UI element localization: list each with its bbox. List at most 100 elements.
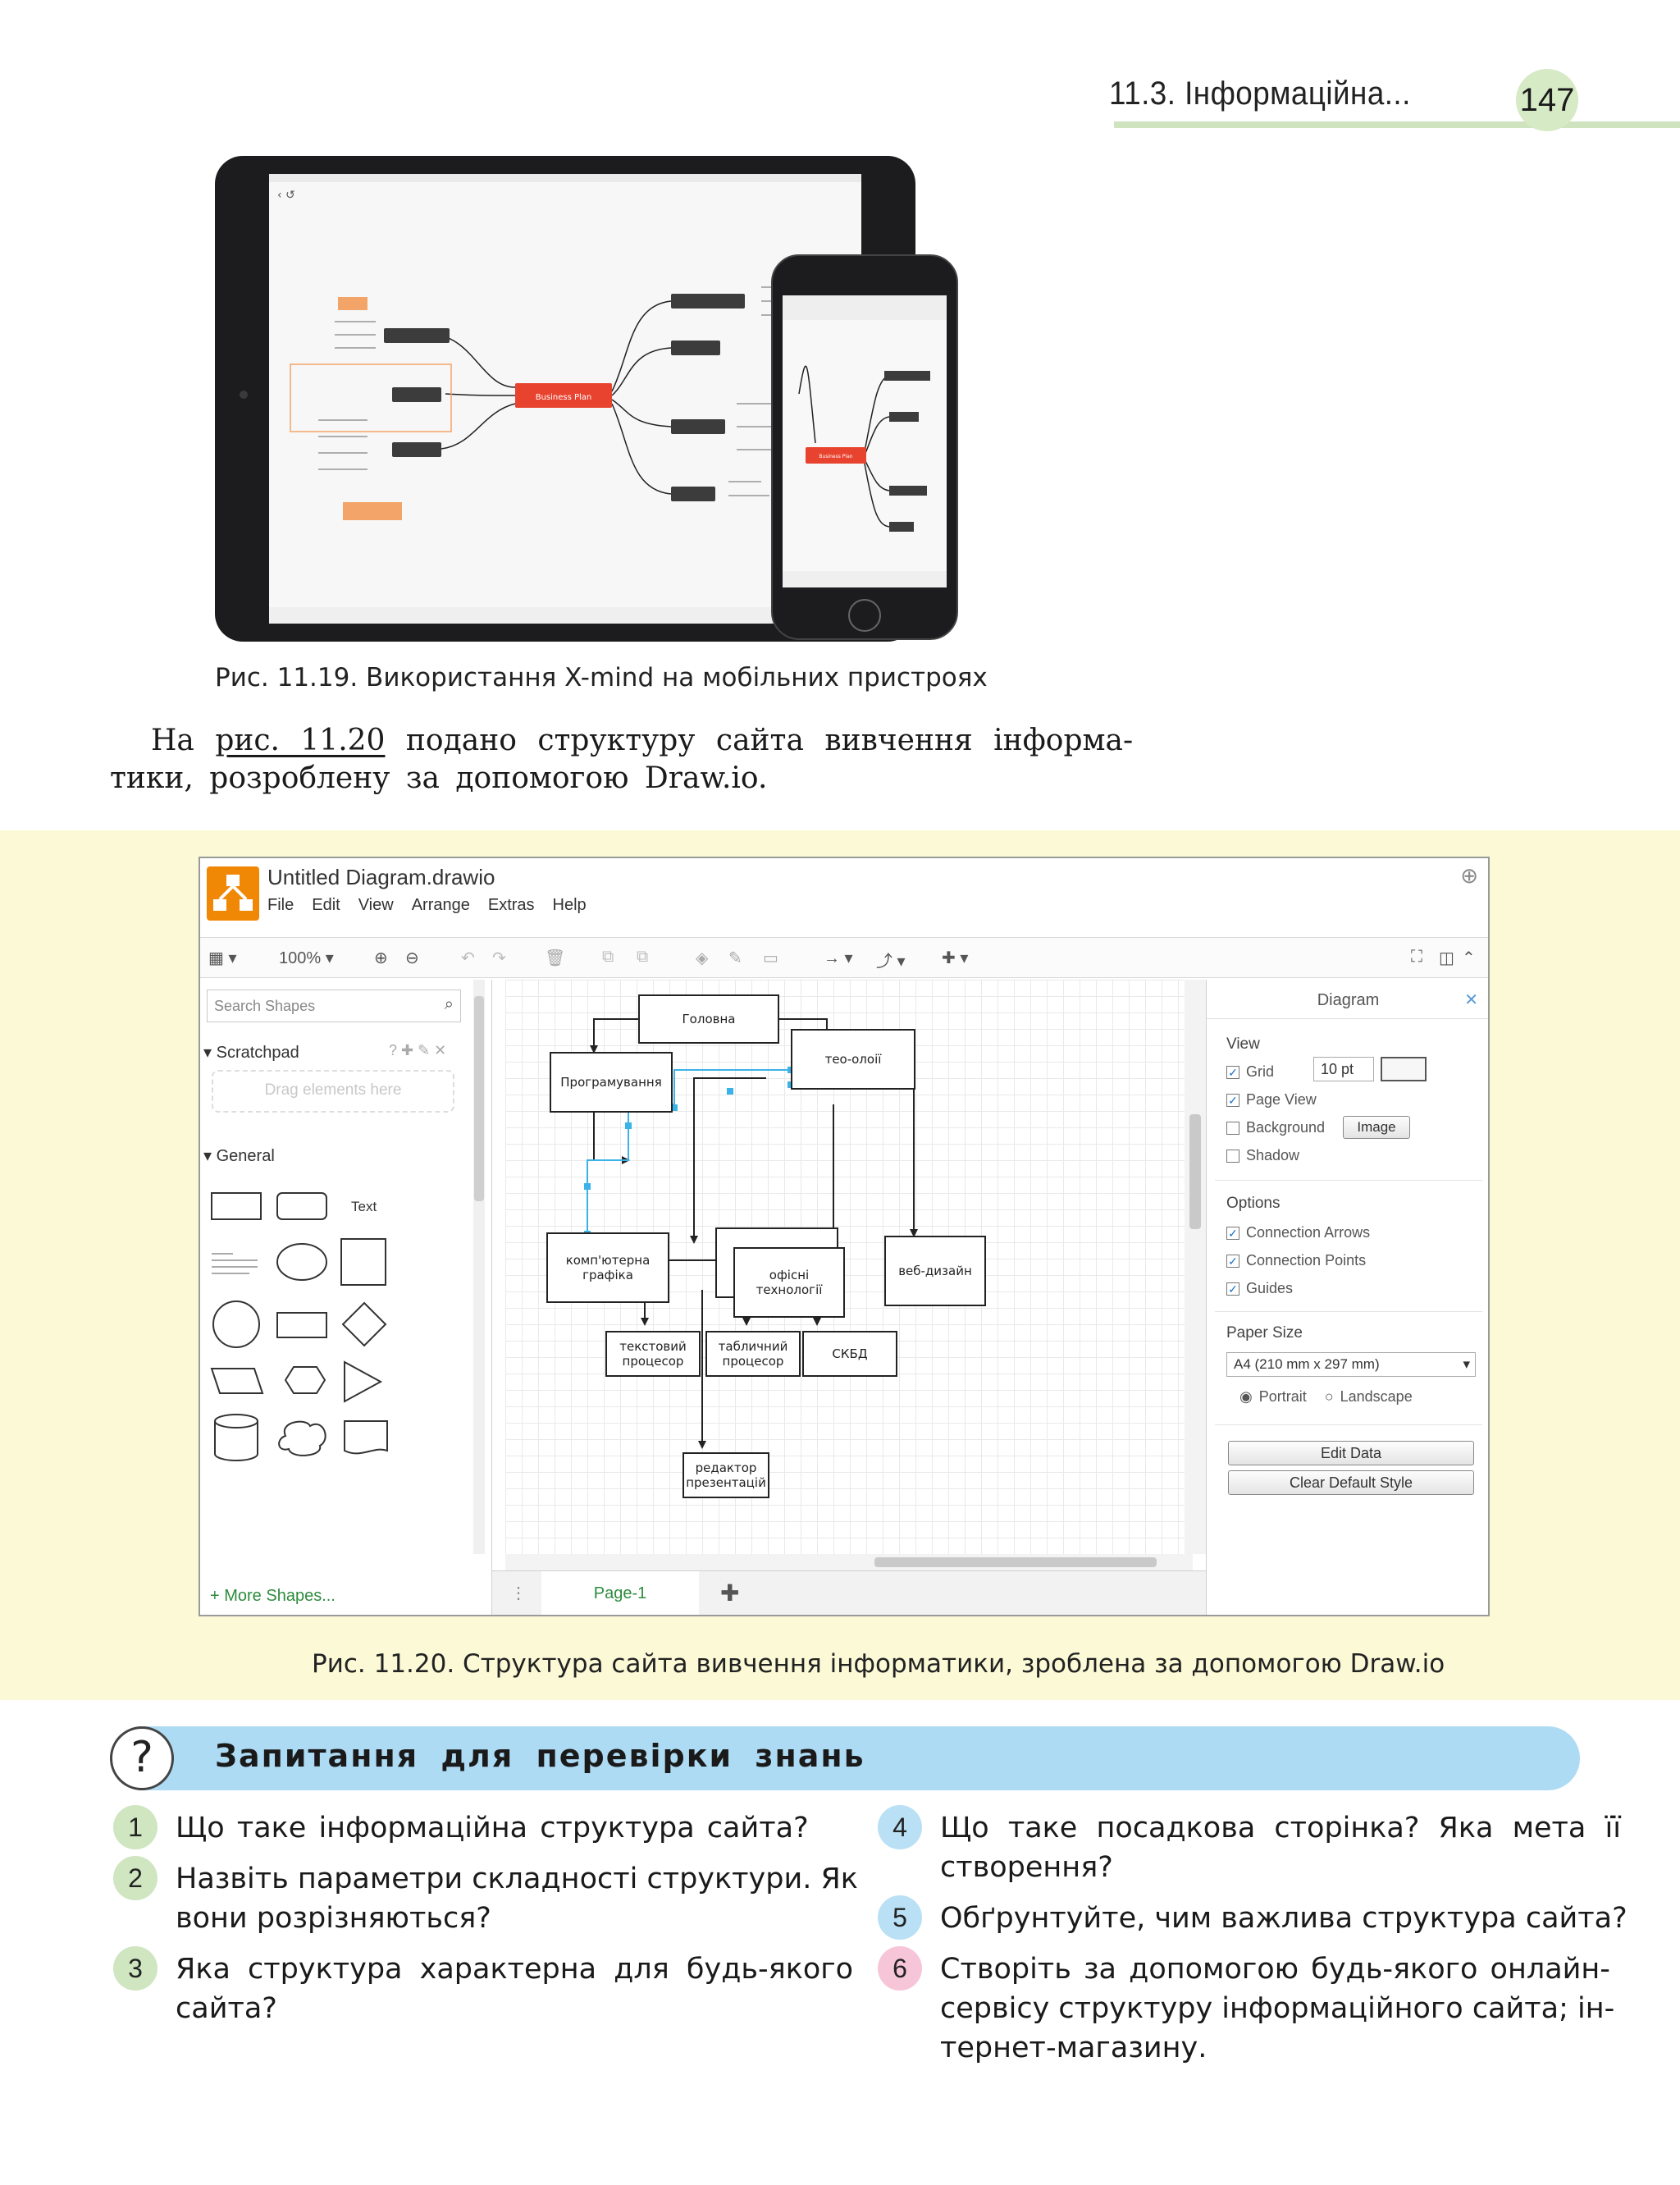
delete-icon[interactable]: 🗑: [545, 949, 566, 967]
checked-icon[interactable]: ✓: [1226, 1282, 1239, 1296]
search-shapes-input[interactable]: Search Shapes ⌕: [207, 990, 461, 1022]
checked-icon[interactable]: ✓: [1226, 1226, 1239, 1240]
shape-text[interactable]: Text: [351, 1199, 377, 1214]
fullscreen-icon[interactable]: ⛶: [1411, 948, 1422, 966]
to-front-icon[interactable]: ⧉: [602, 948, 614, 966]
close-icon[interactable]: ✕: [1464, 991, 1478, 1009]
checked-icon[interactable]: ✓: [1226, 1065, 1239, 1079]
shape-parallelogram[interactable]: [210, 1368, 264, 1394]
scratchpad-drop-zone[interactable]: Drag elements here: [212, 1070, 454, 1113]
to-back-icon[interactable]: ⧉: [637, 948, 649, 966]
page-view-checkbox-row[interactable]: ✓Page View: [1226, 1091, 1317, 1108]
mm-node: [889, 412, 919, 422]
connection-points-row[interactable]: ✓Connection Points: [1226, 1252, 1366, 1269]
node-office[interactable]: офісні технології: [733, 1247, 845, 1318]
checked-icon[interactable]: ✓: [1226, 1093, 1239, 1107]
mm-edge: [611, 347, 672, 396]
divider: [1215, 1424, 1482, 1425]
scratchpad-header[interactable]: ▾ Scratchpad: [203, 1044, 299, 1062]
zoom-select[interactable]: 100% ▾: [279, 949, 334, 967]
node-home[interactable]: Головна: [638, 994, 779, 1044]
shape-circle[interactable]: [212, 1300, 260, 1348]
zoom-out-icon[interactable]: ⊖: [405, 949, 419, 967]
search-icon[interactable]: ⌕: [444, 995, 454, 1013]
guides-row[interactable]: ✓Guides: [1226, 1280, 1293, 1297]
shapes-scroll-thumb[interactable]: [474, 996, 484, 1201]
menu-edit[interactable]: Edit: [312, 896, 340, 914]
canvas-vscroll-thumb[interactable]: [1189, 1114, 1201, 1229]
node-presentations[interactable]: редактор презентацій: [682, 1452, 769, 1498]
globe-icon[interactable]: ⊕: [1460, 863, 1478, 888]
shape-ellipse[interactable]: [276, 1243, 327, 1281]
grid-size-input[interactable]: 10 pt: [1313, 1057, 1374, 1081]
menu-view[interactable]: View: [358, 896, 394, 914]
format-panel-icon[interactable]: ▦ ▾: [208, 949, 237, 967]
canvas-vertical-scrollbar[interactable]: [1185, 980, 1206, 1554]
unchecked-icon[interactable]: [1226, 1121, 1239, 1135]
fill-color-icon[interactable]: ◈: [696, 949, 709, 967]
diagram-canvas[interactable]: Головна Програмування тео-олоії комп'юте…: [505, 980, 1193, 1554]
menu-arrange[interactable]: Arrange: [411, 896, 470, 914]
shape-rectangle[interactable]: [211, 1192, 262, 1220]
line-color-icon[interactable]: ✎: [728, 949, 742, 967]
shapes-scrollbar[interactable]: [473, 980, 485, 1554]
shape-document[interactable]: [344, 1420, 388, 1455]
clear-default-style-button[interactable]: Clear Default Style: [1228, 1470, 1474, 1495]
scratchpad-actions-icon[interactable]: ? ✚ ✎ ✕: [389, 1042, 447, 1058]
zoom-in-icon[interactable]: ⊕: [374, 949, 388, 967]
shadow-icon[interactable]: ▭: [763, 949, 778, 967]
general-header[interactable]: ▾ General: [203, 1147, 275, 1165]
mm-node: [889, 522, 914, 532]
image-button[interactable]: Image: [1343, 1116, 1410, 1139]
node-webdesign[interactable]: веб-дизайн: [884, 1236, 986, 1306]
question-1-text: Що таке інформаційна структура сайта?: [176, 1812, 809, 1844]
shape-cloud[interactable]: [278, 1420, 326, 1456]
figure-reference-link[interactable]: рис. 11.20: [215, 724, 386, 757]
radio-selected-icon[interactable]: ◉: [1239, 1388, 1253, 1405]
connection-arrows-row[interactable]: ✓Connection Arrows: [1226, 1224, 1370, 1241]
checked-icon[interactable]: ✓: [1226, 1254, 1239, 1268]
menu-file[interactable]: File: [267, 896, 294, 914]
node-programming[interactable]: Програмування: [550, 1052, 673, 1113]
shape-process[interactable]: [276, 1312, 327, 1338]
shape-square[interactable]: [340, 1238, 386, 1286]
background-checkbox-row[interactable]: Background: [1226, 1119, 1325, 1136]
radio-unselected-icon[interactable]: ○: [1324, 1388, 1334, 1405]
shape-textbox[interactable]: [212, 1253, 258, 1274]
node-graphics[interactable]: комп'ютерна графіка: [546, 1232, 669, 1303]
view-section-label: View: [1226, 1035, 1260, 1053]
collapse-icon[interactable]: ⌃: [1462, 949, 1476, 967]
shape-diamond[interactable]: [341, 1301, 387, 1347]
canvas-horizontal-scrollbar[interactable]: [505, 1554, 1193, 1570]
redo-icon[interactable]: ↷: [492, 949, 506, 967]
node-textproc[interactable]: текстовий процесор: [605, 1331, 701, 1377]
grid-checkbox-row[interactable]: ✓Grid: [1226, 1063, 1274, 1081]
header-rule: [1114, 121, 1680, 128]
drawio-window: Untitled Diagram.drawio File Edit View A…: [199, 857, 1490, 1616]
format-toggle-icon[interactable]: ◫: [1439, 949, 1454, 967]
node-dbms[interactable]: СКБД: [802, 1331, 897, 1377]
shape-rounded-rectangle[interactable]: [276, 1192, 327, 1220]
shape-hexagon[interactable]: [284, 1366, 326, 1394]
node-theory[interactable]: тео-олоії: [791, 1029, 915, 1090]
unchecked-icon[interactable]: [1226, 1149, 1239, 1163]
insert-icon[interactable]: ✚ ▾: [942, 949, 969, 967]
shape-cylinder[interactable]: [213, 1414, 258, 1461]
question-3-line-1: Яка структура характерна для будь-якого: [176, 1953, 854, 1986]
shadow-checkbox-row[interactable]: Shadow: [1226, 1147, 1299, 1164]
node-tableproc[interactable]: табличний процесор: [705, 1331, 801, 1377]
grid-color-swatch[interactable]: [1381, 1057, 1427, 1081]
connection-icon[interactable]: → ▾: [824, 949, 853, 967]
page-tab-1[interactable]: Page-1: [541, 1571, 699, 1615]
canvas-hscroll-thumb[interactable]: [874, 1557, 1157, 1567]
shape-triangle[interactable]: [344, 1360, 383, 1403]
add-page-icon[interactable]: ✚: [720, 1580, 740, 1606]
menu-extras[interactable]: Extras: [487, 896, 535, 914]
paper-size-select[interactable]: A4 (210 mm x 297 mm) ▾: [1226, 1352, 1476, 1377]
menu-help[interactable]: Help: [552, 896, 587, 914]
waypoints-icon[interactable]: ⤴ ▾: [876, 953, 906, 971]
undo-icon[interactable]: ↶: [461, 949, 475, 967]
page-menu-icon[interactable]: ⋮: [510, 1584, 527, 1602]
more-shapes-link[interactable]: + More Shapes...: [210, 1587, 336, 1605]
edit-data-button[interactable]: Edit Data: [1228, 1441, 1474, 1465]
